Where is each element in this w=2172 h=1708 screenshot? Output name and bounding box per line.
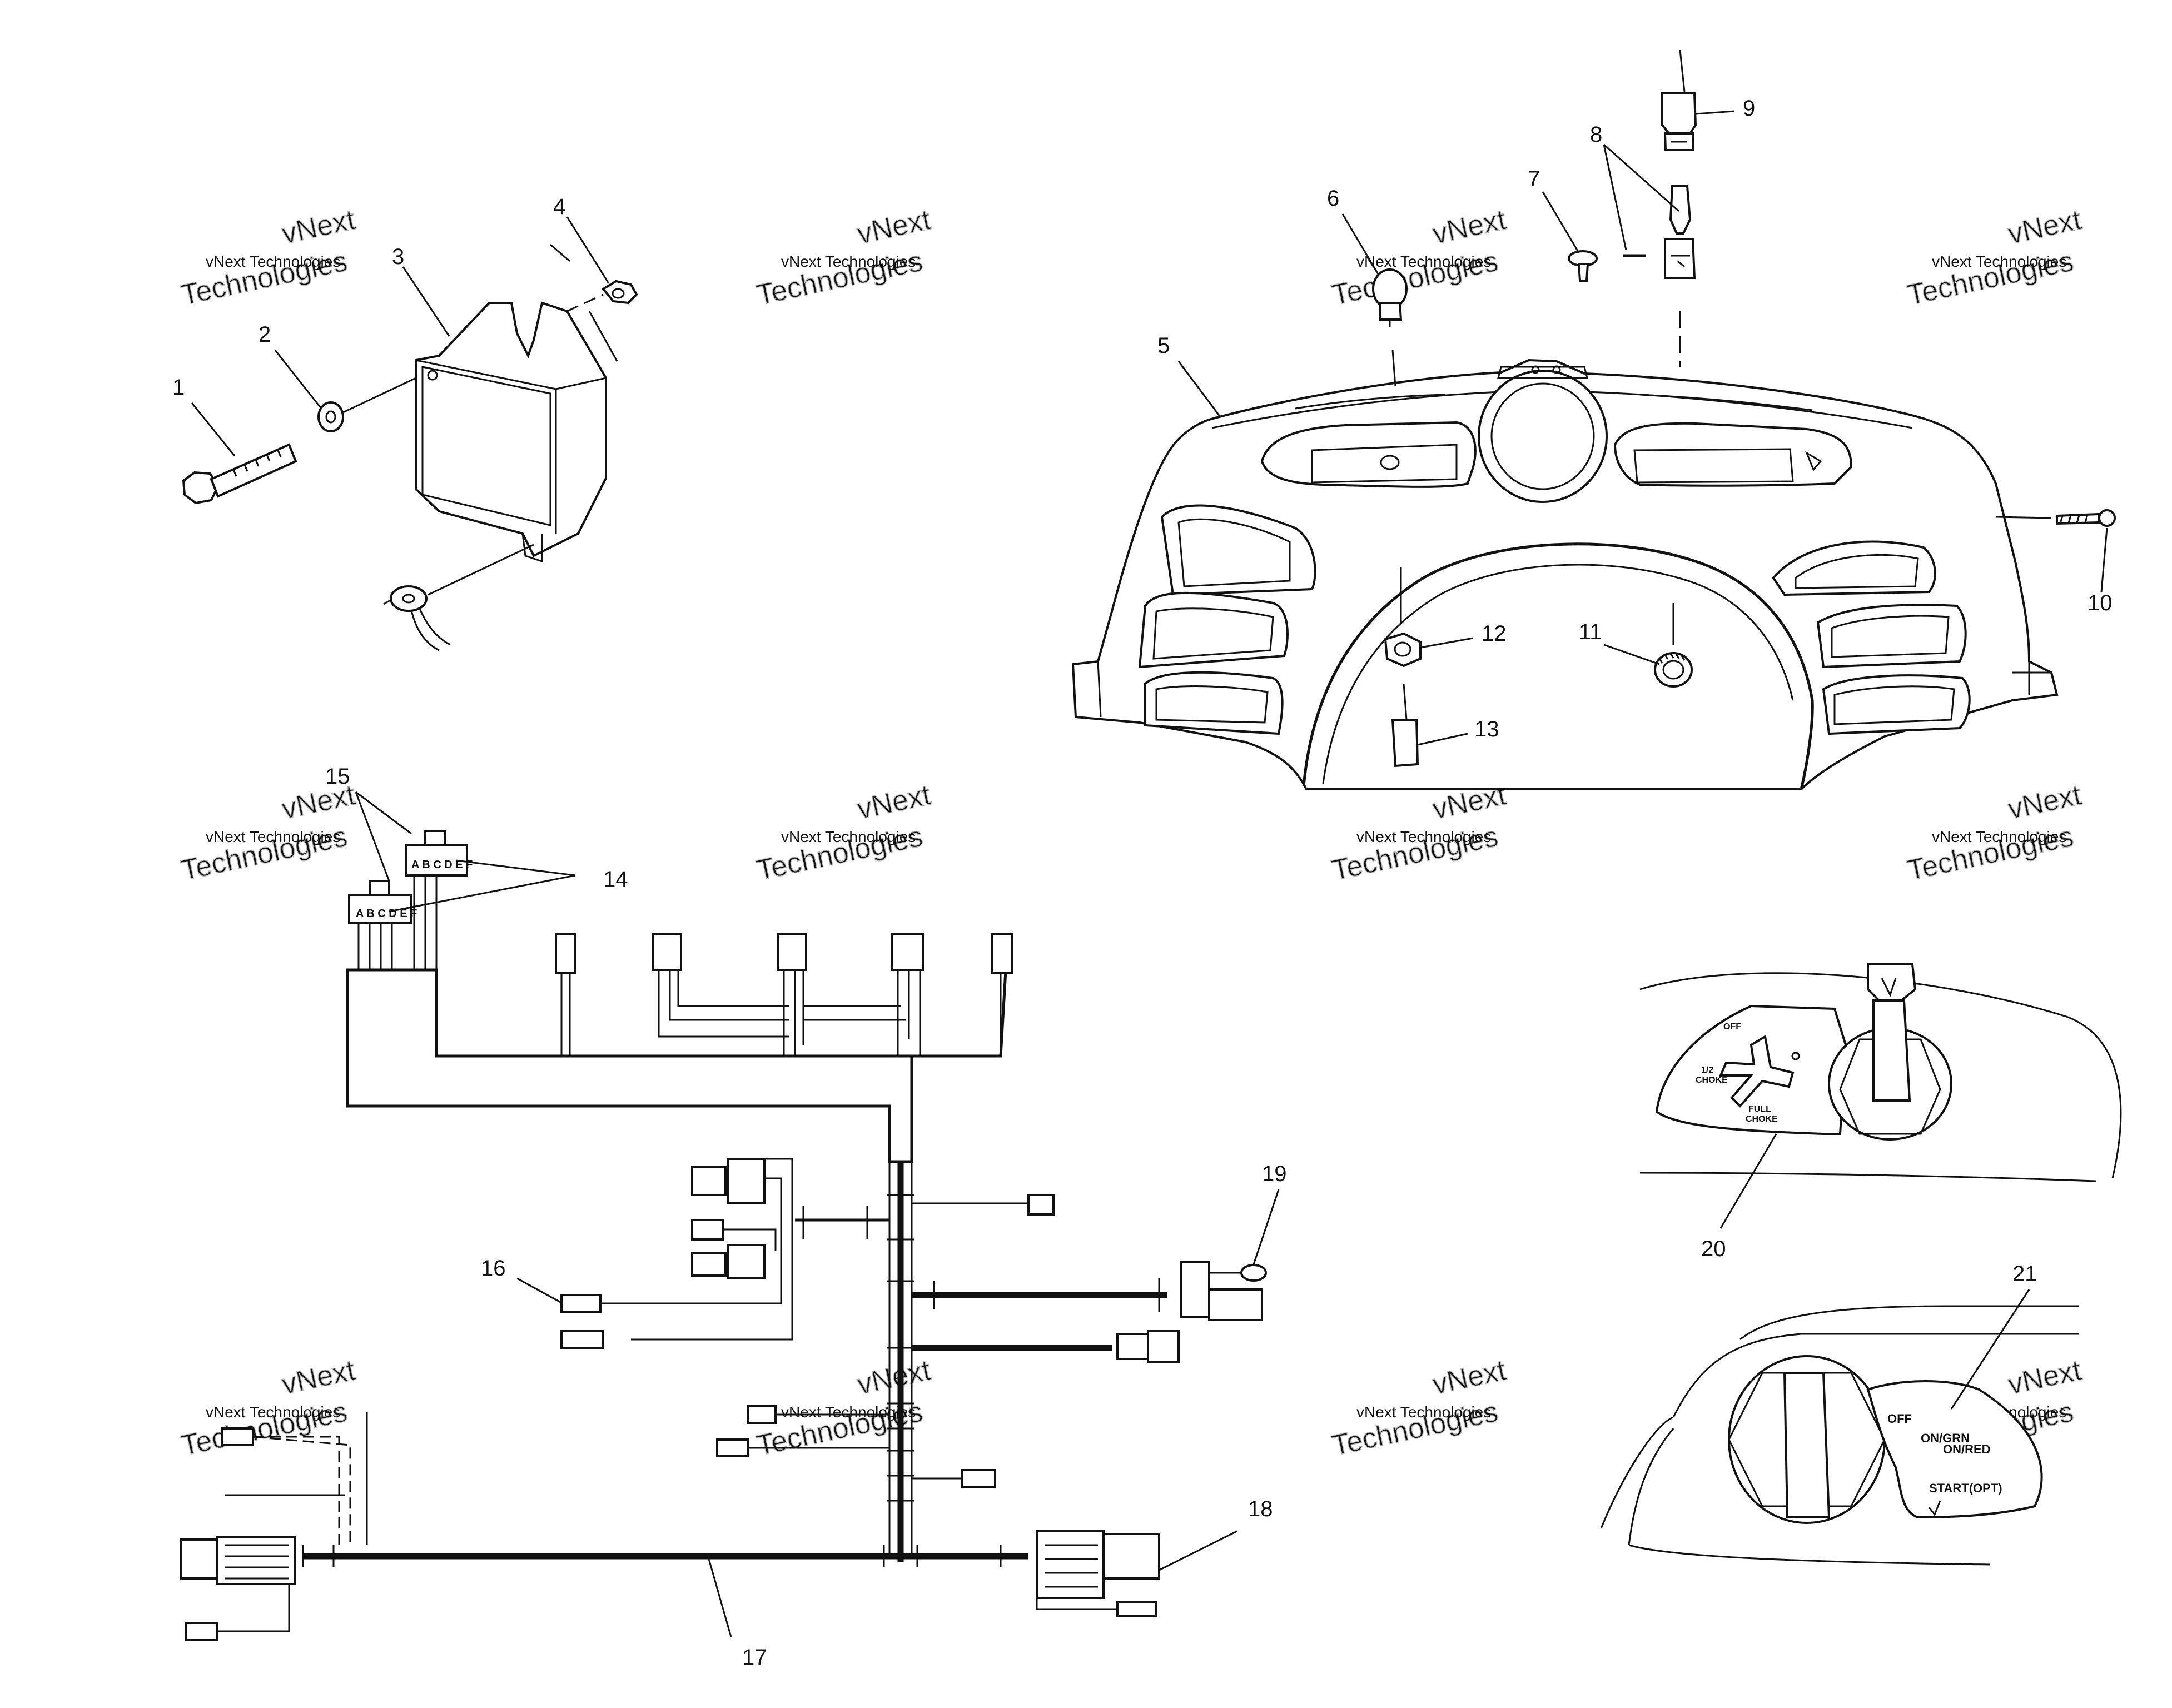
indicator-bulb (1372, 268, 1408, 327)
mount-screw (2056, 509, 2116, 527)
key-start-label: START(OPT) (1929, 1481, 2002, 1495)
callout-16: 16 (481, 1256, 506, 1281)
callout-2: 2 (259, 322, 271, 347)
callout-1: 1 (172, 375, 185, 400)
callout-3: 3 (392, 245, 404, 269)
callout-21: 21 (2012, 1262, 2037, 1286)
callout-17: 17 (742, 1645, 767, 1670)
dash-console-assembly (1071, 49, 2116, 790)
watermark-big-line-1: vNext (1430, 203, 1509, 250)
watermark-big-line-1: vNext (279, 203, 359, 250)
callout-20: 20 (1701, 1237, 1726, 1261)
connector-19 (1180, 1261, 1267, 1321)
watermark-big-line-1: vNext (854, 779, 934, 825)
pin-terminal (1391, 683, 1419, 768)
bolt-part (182, 443, 297, 505)
panel-nut-12 (1384, 632, 1422, 668)
callout-5: 5 (1157, 333, 1170, 358)
watermark-big-line-1: vNext (2005, 1354, 2085, 1401)
connector-left-end (180, 1412, 368, 1641)
callout-10: 10 (2087, 591, 2113, 615)
half-choke-label: 1/2 (1701, 1065, 1713, 1075)
full-choke-label-2: CHOKE (1746, 1114, 1778, 1124)
callout-7: 7 (1528, 167, 1540, 191)
connector-15a: A B C D E F (348, 880, 417, 970)
ground-terminal (383, 544, 534, 651)
lanyard-switch (1623, 185, 1696, 279)
cdi-box (415, 301, 607, 563)
watermark-small: vNext Technologies (1356, 1403, 1491, 1421)
choke-off-label: OFF (1723, 1022, 1741, 1032)
key-on-green-label: ON/GRN (1921, 1431, 1970, 1445)
watermark-big-line-1: vNext (2005, 779, 2085, 825)
choke-panel: OFF 1/2 CHOKE FULL CHOKE (1639, 963, 2122, 1182)
right-vents (1772, 540, 1971, 735)
connector-pin-labels-2: A B C D E F (411, 859, 473, 871)
watermark-small: vNext Technologies (1932, 253, 2066, 270)
harness-top-connectors (555, 933, 1013, 1056)
cdi-box-assembly (182, 243, 638, 651)
watermark-big-line-1: vNext (854, 203, 934, 250)
center-gauge-bezel (1478, 365, 1608, 503)
watermark-big-line-1: vNext (279, 1354, 359, 1401)
callout-labels: 1 2 3 4 5 6 7 8 9 10 11 12 13 14 15 16 1… (172, 96, 2113, 1670)
key-on-red-label: ON/RED (1943, 1442, 1991, 1456)
bulb-connector (1661, 49, 1697, 151)
watermark-small: vNext Technologies (1356, 253, 1491, 270)
leader-lines (191, 110, 2108, 1637)
watermark-big-line-1: vNext (854, 1354, 934, 1401)
connector-18 (1036, 1530, 1160, 1617)
callout-6: 6 (1327, 186, 1339, 211)
key-switch-panel: OFF ON/GRN ON/RED START(OPT) (1600, 1305, 2079, 1566)
callout-18: 18 (1248, 1497, 1273, 1521)
callout-11: 11 (1579, 620, 1602, 644)
watermark-small: vNext Technologies (781, 1403, 916, 1421)
callout-15: 15 (325, 764, 350, 789)
connector-15b: A B C D E F (405, 830, 473, 970)
callout-19: 19 (1262, 1162, 1287, 1186)
watermark-big-line-1: vNext (2005, 203, 2085, 250)
watermark-small: vNext Technologies (206, 828, 340, 845)
washer-part (317, 401, 344, 432)
callout-8: 8 (1590, 122, 1602, 147)
connector-cluster-left (600, 1158, 889, 1341)
nut-part (601, 280, 638, 305)
watermark-big-line-1: vNext (1430, 1354, 1509, 1401)
left-vents (1138, 504, 1316, 735)
watermark-small: vNext Technologies (1932, 828, 2066, 845)
full-choke-label: FULL (1748, 1104, 1771, 1114)
callout-12: 12 (1482, 621, 1507, 646)
watermark-small: vNext Technologies (206, 253, 340, 270)
watermark-small: vNext Technologies (781, 828, 916, 845)
watermark-small: vNext Technologies (206, 1403, 340, 1421)
wire-harness: A B C D E F A B C D E F (180, 830, 1267, 1641)
watermark-small: vNext Technologies (1356, 828, 1491, 845)
panel-nut-11 (1654, 652, 1693, 688)
connector-16 (560, 1294, 604, 1349)
callout-9: 9 (1743, 96, 1755, 121)
callout-14: 14 (603, 867, 628, 892)
connector-pin-labels: A B C D E F (356, 908, 417, 920)
key-off-label: OFF (1887, 1412, 1912, 1426)
callout-13: 13 (1474, 717, 1499, 741)
half-choke-label-2: CHOKE (1696, 1075, 1728, 1085)
callout-4: 4 (553, 195, 565, 219)
push-rivet (1568, 250, 1598, 282)
watermark-small: vNext Technologies (781, 253, 916, 270)
trunk-clips (887, 1194, 914, 1502)
